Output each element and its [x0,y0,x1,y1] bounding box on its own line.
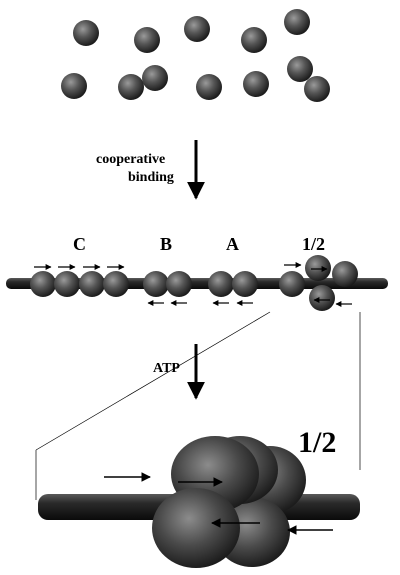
cluster-c [30,264,129,297]
bound-protein-bead [232,271,258,297]
label-half: 1/2 [302,234,325,254]
free-protein-bead [61,73,87,99]
bound-protein-bead [54,271,80,297]
free-protein-bead [287,56,313,82]
bound-protein-bead [79,271,105,297]
free-protein-bead [304,76,330,102]
free-protein-bead [196,74,222,100]
free-protein-bead [134,27,160,53]
bound-protein-bead [208,271,234,297]
bound-protein-bead [332,261,358,287]
binding-label-line1: cooperative [96,152,165,167]
binding-label-line2: binding [128,170,174,185]
bound-protein-bead [30,271,56,297]
zoom-guide-left [35,311,271,451]
label-c: C [73,234,86,254]
zoom-label: 1/2 [298,426,336,459]
free-protein-bead [243,71,269,97]
free-protein-bead [184,16,210,42]
label-a: A [226,234,239,254]
zoom-protein-bead [152,488,240,568]
bound-protein-bead [309,285,335,311]
cluster-a [208,271,258,306]
free-protein-bead [142,65,168,91]
label-b: B [160,234,172,254]
cluster-half [279,255,358,311]
free-protein-bead [284,9,310,35]
bound-protein-bead [103,271,129,297]
bound-protein-bead [143,271,169,297]
bound-protein-bead [279,271,305,297]
bound-protein-bead [305,255,331,281]
cluster-b [143,271,192,306]
free-protein-bead [73,20,99,46]
free-protein-bead [241,27,267,53]
bound-protein-bead [166,271,192,297]
atp-label: ATP [153,361,180,376]
free-protein-bead [118,74,144,100]
zoom-protein-complex [104,436,333,568]
free-protein-group [61,9,330,102]
